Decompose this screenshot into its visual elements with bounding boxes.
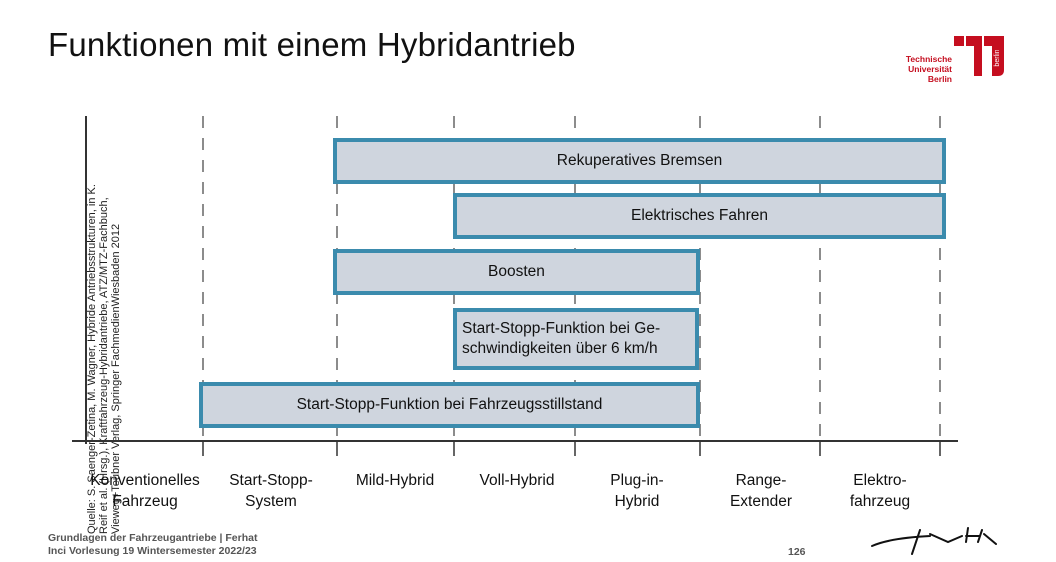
category-mild-hybrid: Mild-Hybrid — [355, 472, 435, 489]
category-range-extender: Range- Extender — [729, 472, 793, 510]
bar-label: Start-Stopp-Funktion bei Fahrzeugsstills… — [296, 396, 603, 413]
footer-course-info: Grundlagen der Fahrzeugantriebe | Ferhat… — [48, 532, 258, 557]
category-start-stopp-system: Start-Stopp- System — [229, 472, 313, 510]
bar-rekuperatives-bremsen: Rekuperatives Bremsen — [333, 138, 946, 184]
bar-elektrisches-fahren: Elektrisches Fahren — [453, 193, 946, 239]
bar-label: Start-Stopp-Funktion bei Ge- schwindigke… — [462, 320, 661, 357]
category-konventionelles-fahrzeug: Konventionelles Fahrzeug — [90, 472, 200, 510]
slide-title: Funktionen mit einem Hybridantrieb — [48, 26, 576, 63]
logo-wordmark: Technische Universität Berlin — [905, 54, 952, 84]
logo-mark-icon: berlin — [954, 36, 1004, 76]
tu-berlin-logo: Technische Universität Berlin berlin — [890, 24, 1010, 90]
bar-label: Rekuperatives Bremsen — [556, 152, 723, 169]
bar-boosten: Boosten — [333, 249, 700, 295]
category-voll-hybrid: Voll-Hybrid — [479, 472, 555, 489]
bar-start-stopp-stillstand: Start-Stopp-Funktion bei Fahrzeugsstills… — [199, 382, 700, 428]
page-number: 126 — [788, 546, 806, 558]
bar-label: Boosten — [488, 263, 545, 280]
signature-mark — [871, 527, 997, 555]
svg-text:berlin: berlin — [994, 49, 1001, 66]
bar-label: Elektrisches Fahren — [631, 207, 768, 224]
category-elektrofahrzeug: Elektro- fahrzeug — [849, 472, 911, 510]
category-plug-in-hybrid: Plug-in- Hybrid — [610, 472, 664, 510]
bar-start-stopp-ueber-6kmh: Start-Stopp-Funktion bei Ge- schwindigke… — [453, 308, 699, 370]
